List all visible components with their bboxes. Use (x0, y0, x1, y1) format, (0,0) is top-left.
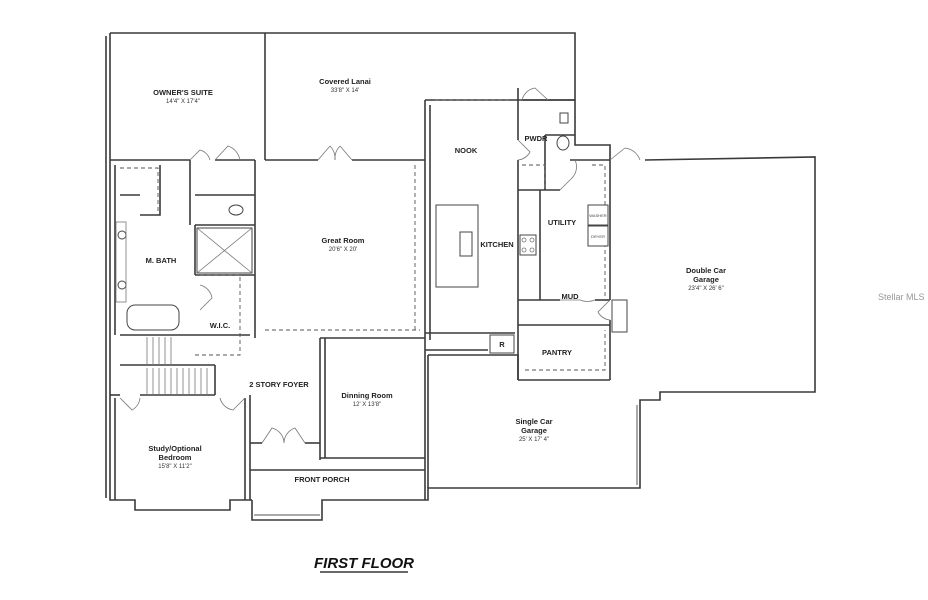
dashed-lines (120, 99, 606, 371)
plan-title: FIRST FLOOR (314, 555, 414, 572)
foyer-label: 2 STORY FOYER (249, 380, 309, 389)
covered-lanai-dim: 33'8" X 14' (331, 88, 359, 94)
owners-suite-label: OWNER'S SUITE (153, 88, 213, 97)
study-dim: 15'8" X 11'2" (158, 464, 191, 470)
front-porch-label: FRONT PORCH (295, 475, 350, 484)
kitchen-label: KITCHEN (480, 240, 513, 249)
mud-label: MUD (561, 292, 579, 301)
great-room-label: Great Room (322, 236, 365, 245)
fixtures (115, 112, 638, 485)
washer (587, 204, 609, 226)
pantry-label: PANTRY (542, 348, 572, 357)
owners-suite-dim: 14'4" X 17'4" (166, 99, 200, 105)
room-labels: OWNER'S SUITE 14'4" X 17'4" Covered Lana… (146, 77, 726, 484)
double-garage-dim: 23'4" X 26' 6" (688, 286, 724, 292)
pwdr-label: PWDR (525, 134, 548, 143)
utility-label: UTILITY (548, 218, 576, 227)
wic-label: W.I.C. (210, 321, 230, 330)
dryer-label: DRYER (591, 234, 605, 239)
study-label-1: Study/Optional (148, 444, 201, 453)
double-garage-label-2: Garage (693, 275, 719, 284)
covered-lanai-label: Covered Lanai (319, 77, 371, 86)
single-garage-dim: 25' X 17' 4" (519, 437, 549, 443)
doors (119, 87, 641, 444)
staircase (146, 337, 208, 395)
master-bath-label: M. BATH (146, 256, 177, 265)
refrigerator (489, 334, 515, 354)
fridge-label: R (499, 340, 505, 349)
great-room-dim: 20'6" X 20' (329, 247, 357, 253)
double-garage-label-1: Double Car (686, 266, 726, 275)
dining-room-label: Dinning Room (341, 391, 393, 400)
bathtub (126, 304, 180, 331)
single-garage-label-1: Single Car (515, 417, 552, 426)
dining-room-dim: 12' X 13'8" (353, 402, 381, 408)
study-label-2: Bedroom (159, 453, 192, 462)
dryer (587, 225, 609, 247)
nook-label: NOOK (455, 146, 478, 155)
watermark: Stellar MLS (878, 292, 925, 302)
exterior-walls (105, 32, 816, 521)
washer-label: WASHER (589, 213, 607, 218)
single-garage-label-2: Garage (521, 426, 547, 435)
interior-walls (110, 33, 611, 500)
